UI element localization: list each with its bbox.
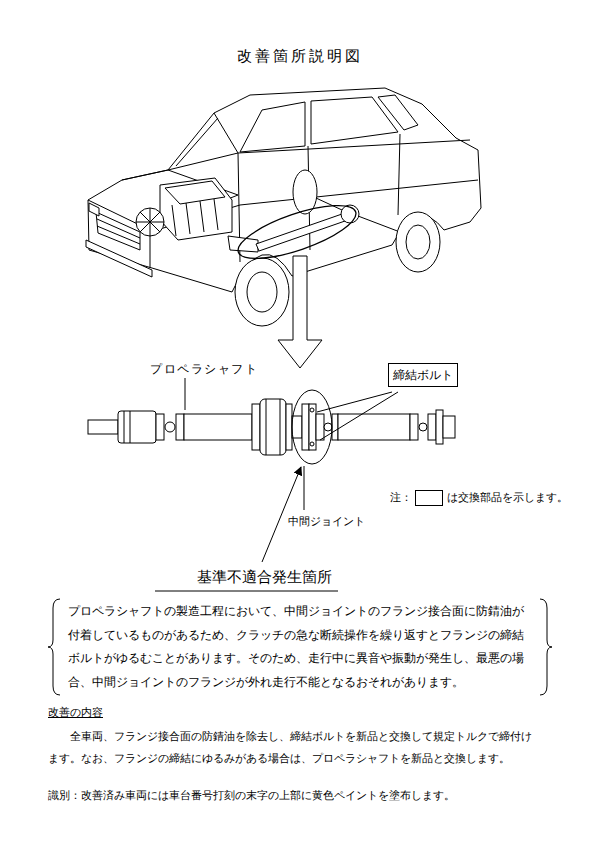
front-bumper (86, 240, 152, 277)
fan-blades (136, 208, 164, 236)
car-windows (240, 95, 418, 152)
joint-yoke (410, 414, 418, 440)
explanation-text: プロペラシャフトの製造工程において、中間ジョイントのフランジ接合面に防錆油が付着… (48, 598, 552, 696)
legend-text: は交換部品を示します。 (447, 489, 568, 506)
flange (302, 404, 309, 450)
bearing-plate (286, 404, 292, 450)
transmission (228, 236, 258, 252)
car-grille (96, 212, 140, 250)
part-label: 中間ジョイント (288, 513, 365, 530)
identification-note: 識別：改善済み車両には車台番号打刻の末字の上部に黄色ペイントを塗布します。 (48, 787, 455, 804)
bearing-lines (266, 399, 280, 455)
heading-underline (155, 591, 338, 592)
bracket-line (48, 599, 60, 695)
part-label: プロペラシャフト (150, 360, 258, 378)
callout-box-text: 締結ボルト (393, 366, 453, 384)
legend-item: は交換部品を示します。 (412, 489, 568, 506)
short-tube (292, 416, 302, 438)
joint-yoke (428, 414, 436, 440)
front-wheel-hub (247, 272, 277, 312)
center-bearing (260, 399, 286, 455)
slip-yoke (118, 411, 156, 443)
joint-yoke (332, 414, 338, 440)
bolt (310, 408, 314, 412)
joint-cross (419, 423, 427, 431)
car-body (88, 88, 481, 292)
headlight (89, 203, 99, 216)
body-text: 全車両、フランジ接合面の防錆油を除去し、締結ボルトを新品と交換して規定トルクで締… (48, 726, 534, 770)
leader-line (304, 466, 305, 510)
legend-swatch (415, 490, 443, 506)
joint-cross (324, 423, 332, 431)
joint-yoke (316, 414, 324, 440)
front-wheel (235, 258, 289, 326)
rear-axle (316, 198, 400, 232)
bolt (310, 442, 314, 446)
far-rear-wheel (293, 170, 317, 214)
engine-ribs (172, 199, 218, 236)
shaft-tube (184, 414, 252, 440)
car-illustration (86, 88, 481, 326)
car-propeller-shaft (256, 214, 345, 251)
joint-highlight (292, 390, 332, 464)
joint-cross (165, 422, 175, 432)
bearing-plate (252, 404, 260, 450)
end-flange (443, 416, 455, 438)
note-label: 注： (390, 489, 412, 506)
valve-cover (165, 181, 225, 204)
radiator-fan (136, 208, 164, 236)
rear-wheel-hub (406, 225, 430, 259)
leader-line (185, 378, 186, 410)
rear-wheel (396, 212, 440, 272)
page-title: 改善箇所説明図 (0, 46, 600, 66)
end-flange (436, 410, 443, 444)
callout-box: 締結ボルト (388, 363, 458, 387)
shaft-stub (88, 420, 118, 434)
car-body-lines (88, 113, 478, 268)
flange (309, 404, 316, 450)
section-heading: 基準不適合発生箇所 (48, 566, 552, 588)
joint-yoke (156, 414, 164, 440)
bracket-line (540, 599, 552, 695)
section-heading: 改善の内容 (48, 704, 103, 721)
joint-yoke (176, 414, 184, 440)
bracket-panel: 基準不適合発生箇所プロペラシャフトの製造工程において、中間ジョイントのフランジ接… (48, 566, 552, 696)
pointer-arrow (262, 467, 301, 562)
hollow-arrow (278, 256, 322, 368)
shaft-tube (338, 414, 410, 440)
propeller-shaft-drawing (88, 399, 455, 455)
engine-block (160, 178, 232, 240)
leader-line (317, 392, 398, 440)
spline-lines (124, 411, 130, 443)
grille-bars (97, 219, 140, 244)
note-row: 注： は交換部品を示します。 (390, 489, 568, 506)
